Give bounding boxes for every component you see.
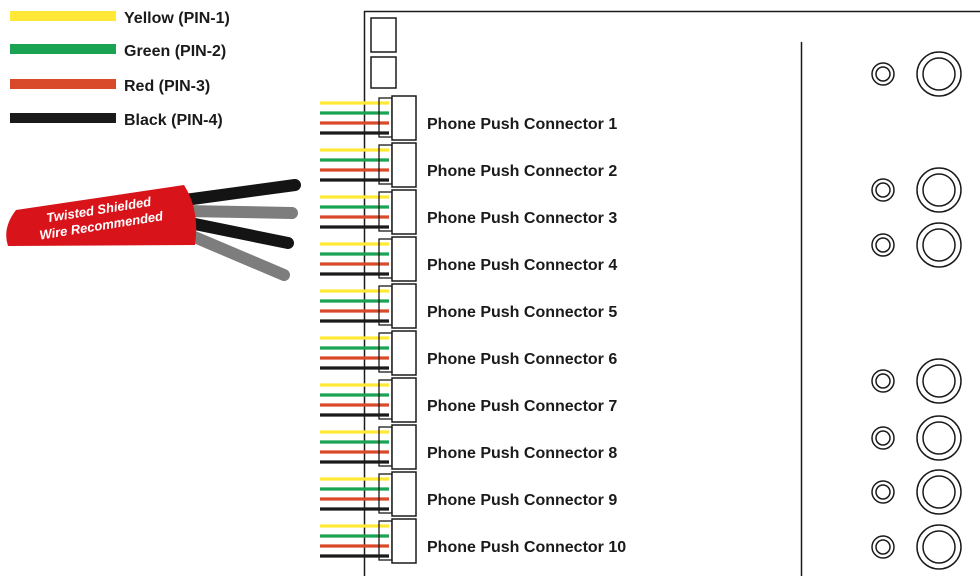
cable-wire-gray-lower: [179, 227, 290, 281]
legend-swatch-black: [10, 113, 116, 123]
jack-small-outer: [871, 535, 895, 559]
connector-row: Phone Push Connector 1: [320, 95, 617, 141]
audio-jack: [871, 415, 962, 461]
jack-large-outer: [916, 222, 962, 268]
board-small-block-second: [370, 56, 397, 89]
jack-small-inner: [875, 539, 891, 555]
connector-label: Phone Push Connector 5: [427, 304, 617, 321]
connector-row: Phone Push Connector 5: [320, 283, 617, 329]
connector-row: Phone Push Connector 8: [320, 424, 617, 470]
connector-plug: [391, 518, 417, 564]
jack-large-outer: [916, 524, 962, 570]
connector-label: Phone Push Connector 3: [427, 210, 617, 227]
connector-row: Phone Push Connector 9: [320, 471, 617, 517]
connector-label: Phone Push Connector 7: [427, 398, 617, 415]
jack-small-inner: [875, 373, 891, 389]
jack-large-inner: [922, 228, 956, 262]
connector-label: Phone Push Connector 6: [427, 351, 617, 368]
connector-label: Phone Push Connector 2: [427, 163, 617, 180]
connector-label: Phone Push Connector 8: [427, 445, 617, 462]
cable-jacket: [6, 185, 197, 246]
cable-wire-black-lower: [179, 216, 294, 249]
audio-jack: [871, 51, 962, 97]
connector-plug: [391, 95, 417, 141]
jack-small-outer: [871, 62, 895, 86]
connector-plug: [391, 424, 417, 470]
connector-plug: [391, 330, 417, 376]
legend-swatch-red: [10, 79, 116, 89]
audio-jack: [871, 358, 962, 404]
audio-jack: [871, 469, 962, 515]
jack-small-outer: [871, 480, 895, 504]
connector-row: Phone Push Connector 7: [320, 377, 617, 423]
audio-jack: [871, 222, 962, 268]
connector-label: Phone Push Connector 9: [427, 492, 617, 509]
jack-small-outer: [871, 178, 895, 202]
jack-large-outer: [916, 469, 962, 515]
jack-small-inner: [875, 182, 891, 198]
jack-large-inner: [922, 475, 956, 509]
connector-row: Phone Push Connector 4: [320, 236, 617, 282]
circuit-board: [363, 10, 980, 576]
jack-column: [871, 51, 962, 570]
board-small-block-top: [370, 17, 397, 53]
connector-plug: [391, 471, 417, 517]
jack-large-inner: [922, 364, 956, 398]
jack-small-inner: [875, 430, 891, 446]
legend-label-yellow: Yellow (PIN-1): [124, 10, 230, 27]
connector-list: Phone Push Connector 1 Phone Push Connect…: [320, 95, 626, 564]
jack-large-outer: [916, 358, 962, 404]
jack-large-inner: [922, 530, 956, 564]
connector-row: Phone Push Connector 10: [320, 518, 626, 564]
jack-large-outer: [916, 415, 962, 461]
connector-label: Phone Push Connector 1: [427, 116, 617, 133]
jack-small-inner: [875, 484, 891, 500]
connector-label: Phone Push Connector 10: [427, 539, 626, 556]
cable-wire-black-upper: [179, 179, 301, 206]
connector-row: Phone Push Connector 3: [320, 189, 617, 235]
jack-small-outer: [871, 426, 895, 450]
jack-small-outer: [871, 369, 895, 393]
connector-row: Phone Push Connector 2: [320, 142, 617, 188]
connector-plug: [391, 236, 417, 282]
audio-jack: [871, 524, 962, 570]
jack-small-outer: [871, 233, 895, 257]
legend-swatch-yellow: [10, 11, 116, 21]
legend-swatch-green: [10, 44, 116, 54]
jack-large-outer: [916, 51, 962, 97]
jack-large-outer: [916, 167, 962, 213]
jack-small-inner: [875, 66, 891, 82]
jack-large-inner: [922, 173, 956, 207]
connector-plug: [391, 283, 417, 329]
jack-large-inner: [922, 421, 956, 455]
connector-plug: [391, 377, 417, 423]
audio-jack: [871, 167, 962, 213]
legend-label-black: Black (PIN-4): [124, 112, 223, 129]
jack-small-inner: [875, 237, 891, 253]
connector-plug: [391, 189, 417, 235]
cable-wire-gray-upper: [179, 205, 298, 219]
legend-label-red: Red (PIN-3): [124, 78, 210, 95]
legend-label-green: Green (PIN-2): [124, 43, 226, 60]
connector-plug: [391, 142, 417, 188]
cable-illustration: Twisted Shielded Wire Recommended: [6, 179, 301, 281]
color-legend: Yellow (PIN-1) Green (PIN-2) Red (PIN-3)…: [10, 10, 230, 129]
connector-row: Phone Push Connector 6: [320, 330, 617, 376]
jack-large-inner: [922, 57, 956, 91]
connector-label: Phone Push Connector 4: [427, 257, 617, 274]
